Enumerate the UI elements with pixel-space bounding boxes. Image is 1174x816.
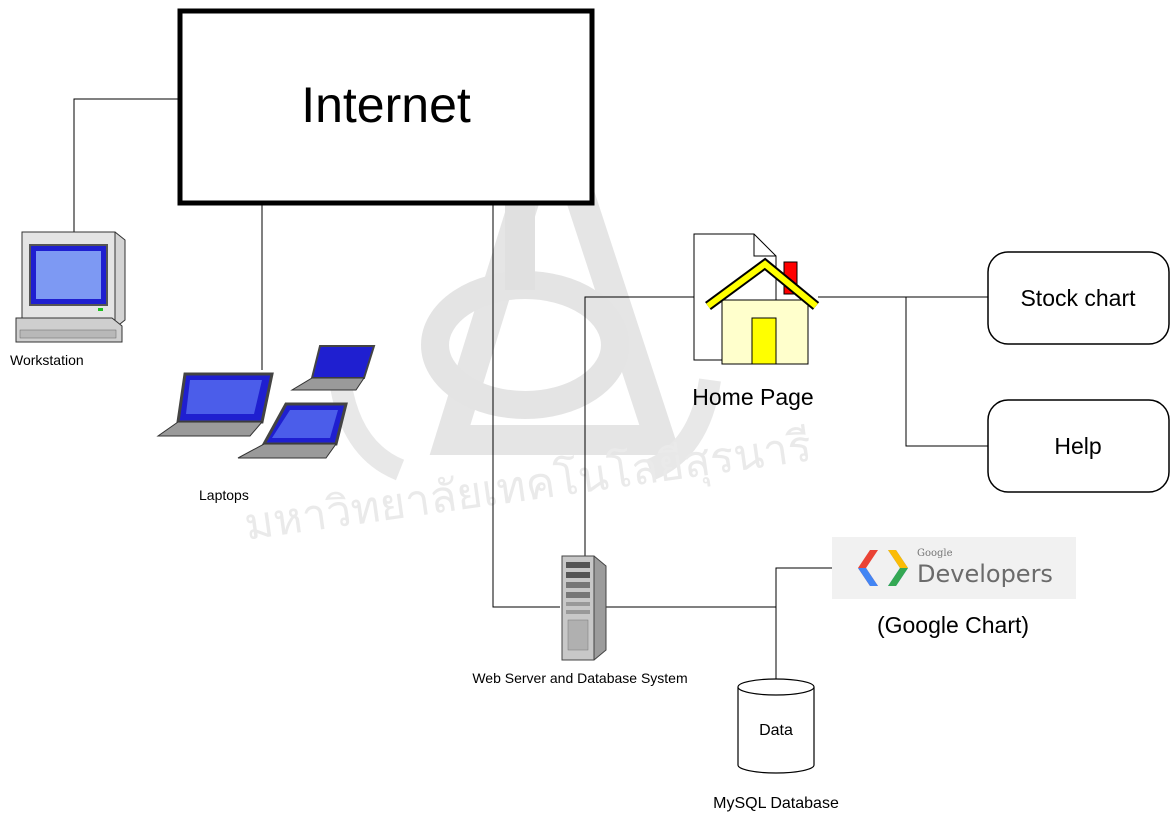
internet-node: Internet xyxy=(177,8,595,206)
laptop-icon xyxy=(290,345,376,391)
workstation-node: Workstation xyxy=(10,231,126,368)
laptop-icon xyxy=(237,402,348,459)
workstation-internet-link xyxy=(73,98,180,232)
internet-label: Internet xyxy=(301,77,471,133)
internet-server-link xyxy=(492,203,560,608)
home-page-label: Home Page xyxy=(692,384,813,410)
mysql-label: MySQL Database xyxy=(713,795,839,812)
server-tower-icon xyxy=(561,555,607,661)
google-logo-big: Developers xyxy=(917,560,1053,588)
mysql-database-node: Data MySQL Database xyxy=(713,678,839,812)
connector-lines xyxy=(73,98,988,680)
google-chart-label: (Google Chart) xyxy=(877,612,1029,638)
server-homepage-link xyxy=(584,296,695,568)
laptops-node: Laptops xyxy=(156,345,376,503)
desktop-computer-icon xyxy=(15,231,126,343)
google-developers-icon xyxy=(858,550,908,586)
server-label: Web Server and Database System xyxy=(472,670,687,686)
database-label: Data xyxy=(759,722,793,739)
help-node: Help xyxy=(987,399,1170,493)
google-chart-node: Google Developers (Google Chart) xyxy=(832,537,1076,638)
home-page-icon xyxy=(693,233,820,365)
web-server-node: Web Server and Database System xyxy=(472,555,688,686)
googlechart-link xyxy=(775,567,832,680)
google-developers-logo: Google Developers xyxy=(832,537,1076,599)
google-logo-small: Google xyxy=(917,548,953,559)
stock-chart-label: Stock chart xyxy=(1020,285,1136,311)
laptops-label: Laptops xyxy=(199,487,249,503)
database-cylinder-icon xyxy=(737,678,815,774)
stock-chart-node: Stock chart xyxy=(987,251,1170,345)
workstation-label: Workstation xyxy=(10,352,84,368)
help-branch-link xyxy=(905,297,988,447)
home-page-node: Home Page xyxy=(692,233,820,410)
laptop-icon xyxy=(156,372,274,437)
help-label: Help xyxy=(1054,433,1101,459)
